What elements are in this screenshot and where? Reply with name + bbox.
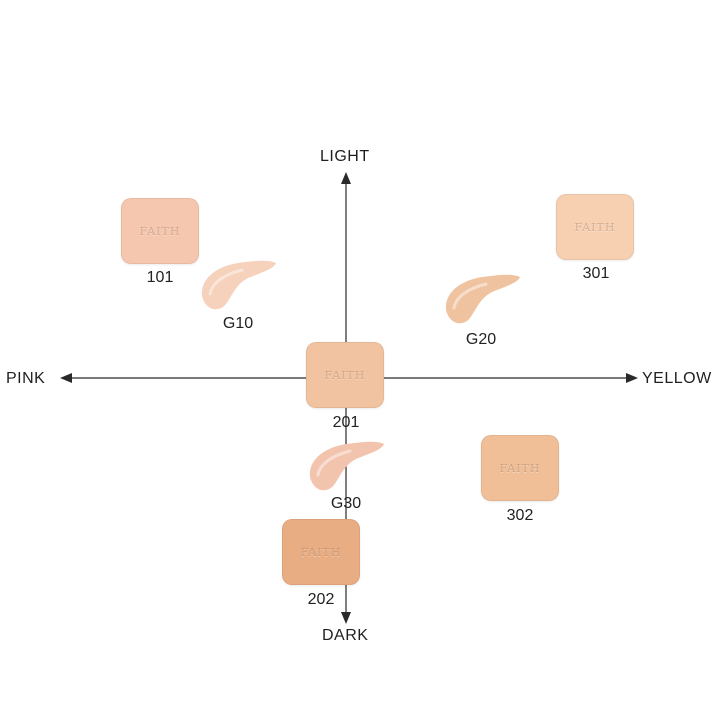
axis-label-pink: PINK — [6, 370, 46, 387]
compact-brand: FAITH — [300, 545, 342, 559]
shade-label-201: 201 — [332, 414, 360, 431]
compact-302: FAITH — [481, 435, 559, 501]
shade-label-g10: G10 — [222, 315, 254, 332]
shade-label-301: 301 — [582, 265, 610, 282]
axis-label-dark: DARK — [322, 627, 369, 644]
swatch-g10 — [201, 260, 276, 310]
axis-label-light: LIGHT — [320, 148, 370, 165]
axis-label-yellow: YELLOW — [642, 370, 712, 387]
compact-brand: FAITH — [324, 368, 366, 382]
compact-202: FAITH — [282, 519, 360, 585]
shade-label-101: 101 — [146, 269, 174, 286]
compact-301: FAITH — [556, 194, 634, 260]
compact-201: FAITH — [306, 342, 384, 408]
swatch-g20 — [445, 274, 520, 324]
shade-label-202: 202 — [307, 591, 335, 608]
compact-brand: FAITH — [574, 220, 616, 234]
compact-101: FAITH — [121, 198, 199, 264]
swatch-g30 — [309, 441, 384, 491]
shade-label-g30: G30 — [330, 495, 362, 512]
compact-brand: FAITH — [139, 224, 181, 238]
compact-brand: FAITH — [499, 461, 541, 475]
shade-label-g20: G20 — [465, 331, 497, 348]
shade-label-302: 302 — [506, 507, 534, 524]
